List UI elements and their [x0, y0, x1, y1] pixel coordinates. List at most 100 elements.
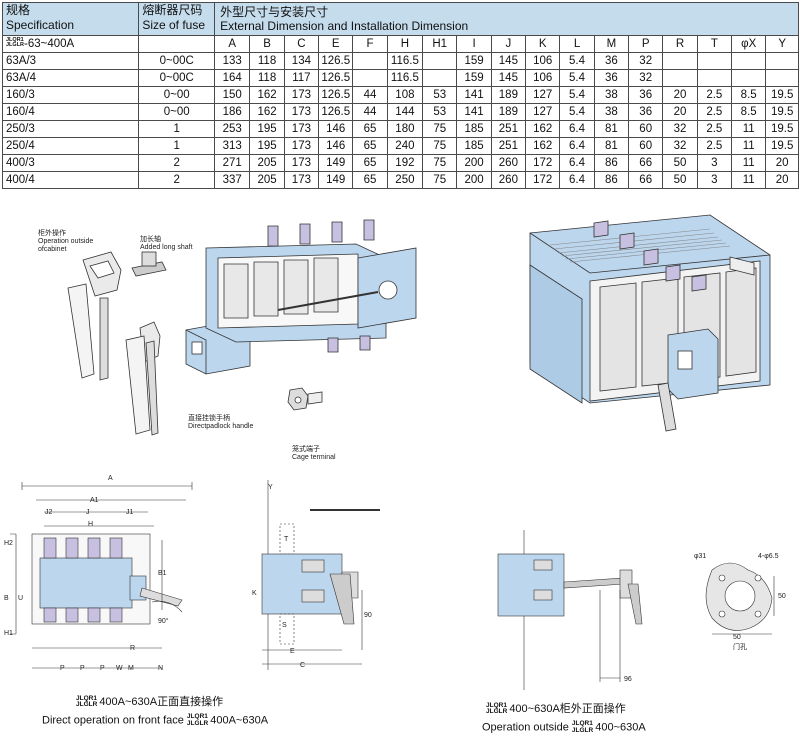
dim-h2: H2: [4, 540, 13, 547]
dimension-cell: 205: [249, 154, 285, 172]
column-header: J: [490, 35, 527, 53]
dimension-cell: 3: [696, 154, 733, 172]
dimension-cell: 127: [525, 103, 561, 121]
column-header: C: [283, 35, 320, 53]
dimension-cell: 2.5: [696, 86, 733, 104]
dimension-cell: 173: [283, 137, 320, 155]
dim-t: T: [284, 536, 289, 543]
fuse-cell: 1: [138, 120, 216, 138]
spec-cell: 400/3: [1, 154, 140, 172]
fuse-cell: 2: [138, 154, 216, 172]
dimension-cell: 185: [456, 137, 492, 155]
dimension-cell: 6.4: [559, 171, 595, 189]
fuse-header-en: Size of fuse: [142, 18, 206, 32]
dim-96: 96: [624, 676, 632, 683]
dimension-cell: [422, 69, 458, 87]
dimension-cell: 172: [525, 154, 561, 172]
dim-h1: H1: [4, 630, 13, 637]
dimension-cell: [352, 52, 388, 70]
fuse-cell: 2: [138, 171, 216, 189]
dimension-cell: 146: [318, 137, 354, 155]
dimension-cell: 65: [352, 154, 388, 172]
dim-j2: J2: [45, 509, 53, 516]
dimension-cell: 162: [525, 120, 561, 138]
dimension-cell: 53: [422, 103, 458, 121]
dimension-cell: 313: [214, 137, 251, 155]
dimension-cell: 44: [352, 86, 388, 104]
dimension-cell: 36: [593, 52, 630, 70]
dimension-cell: 50: [662, 171, 698, 189]
dimension-cell: 38: [593, 103, 630, 121]
dim-50-horizontal: 50: [733, 634, 741, 641]
fuse-header: 熔断器尺码 Size of fuse: [138, 2, 216, 36]
dim-n: N: [158, 665, 164, 672]
dimension-cell: 11: [731, 154, 767, 172]
dimension-cell: 251: [490, 137, 527, 155]
dim-90: 90: [364, 612, 372, 619]
spec-range: -63~400A: [24, 37, 75, 50]
dimension-cell: 6.4: [559, 154, 595, 172]
dimension-cell: 141: [456, 103, 492, 121]
spec-cell: 160/4: [1, 103, 140, 121]
dimension-cell: 38: [593, 86, 630, 104]
dimension-cell: 60: [628, 120, 664, 138]
dim-y: Y: [268, 484, 273, 491]
dim-50-vertical: 50: [778, 593, 786, 600]
dim-h: H: [88, 521, 94, 528]
dimension-cell: 118: [249, 69, 285, 87]
dimension-cell: 134: [283, 52, 320, 70]
dim-header: 外型尺寸与安装尺寸 External Dimension and Install…: [214, 2, 799, 36]
dimension-cell: 5.4: [559, 69, 595, 87]
dimension-cell: [696, 69, 733, 87]
dimension-cell: 2.5: [696, 103, 733, 121]
dim-a1: A1: [90, 497, 99, 504]
spec-header-en: Specification: [6, 18, 75, 32]
dimension-cell: 126.5: [318, 52, 354, 70]
dim-s: S: [282, 622, 287, 629]
dim-90deg: 90°: [158, 618, 169, 625]
dimension-cell: 116.5: [386, 52, 424, 70]
fuse-cell: 0~00: [138, 86, 216, 104]
dimension-cell: 253: [214, 120, 251, 138]
column-header: P: [628, 35, 664, 53]
cage-terminal-label: 笼式端子 Cage terminal: [292, 446, 336, 461]
dimension-cell: 172: [525, 171, 561, 189]
dimension-cell: 2.5: [696, 120, 733, 138]
dimension-cell: 145: [490, 69, 527, 87]
dimension-cell: 65: [352, 137, 388, 155]
op-outside-label: 柜外操作 Operation outside ofcabinet: [38, 230, 94, 253]
dimension-cell: 19.5: [765, 86, 799, 104]
column-header: E: [318, 35, 354, 53]
dim-k: K: [252, 590, 257, 597]
dimension-cell: 36: [593, 69, 630, 87]
dimension-cell: 20: [765, 171, 799, 189]
dim-j: J: [86, 509, 90, 516]
fuse-cell: 1: [138, 137, 216, 155]
column-header: B: [249, 35, 285, 53]
dimension-cell: 6.4: [559, 137, 595, 155]
dim-w: W: [116, 665, 123, 672]
column-header: M: [593, 35, 630, 53]
dimension-cell: 185: [456, 120, 492, 138]
isometric-body-drawing: [529, 214, 771, 432]
fuse-blank-cell: [138, 35, 216, 53]
fuse-header-cn: 熔断器尺码: [142, 3, 203, 17]
dimension-cell: 106: [525, 52, 561, 70]
dimension-cell: 337: [214, 171, 251, 189]
dimension-cell: 6.4: [559, 120, 595, 138]
dimension-cell: 173: [283, 86, 320, 104]
dim-header-en: External Dimension and Installation Dime…: [220, 19, 469, 33]
column-header: A: [214, 35, 251, 53]
column-header: L: [559, 35, 595, 53]
dim-u: U: [18, 595, 24, 602]
dimension-cell: 66: [628, 171, 664, 189]
